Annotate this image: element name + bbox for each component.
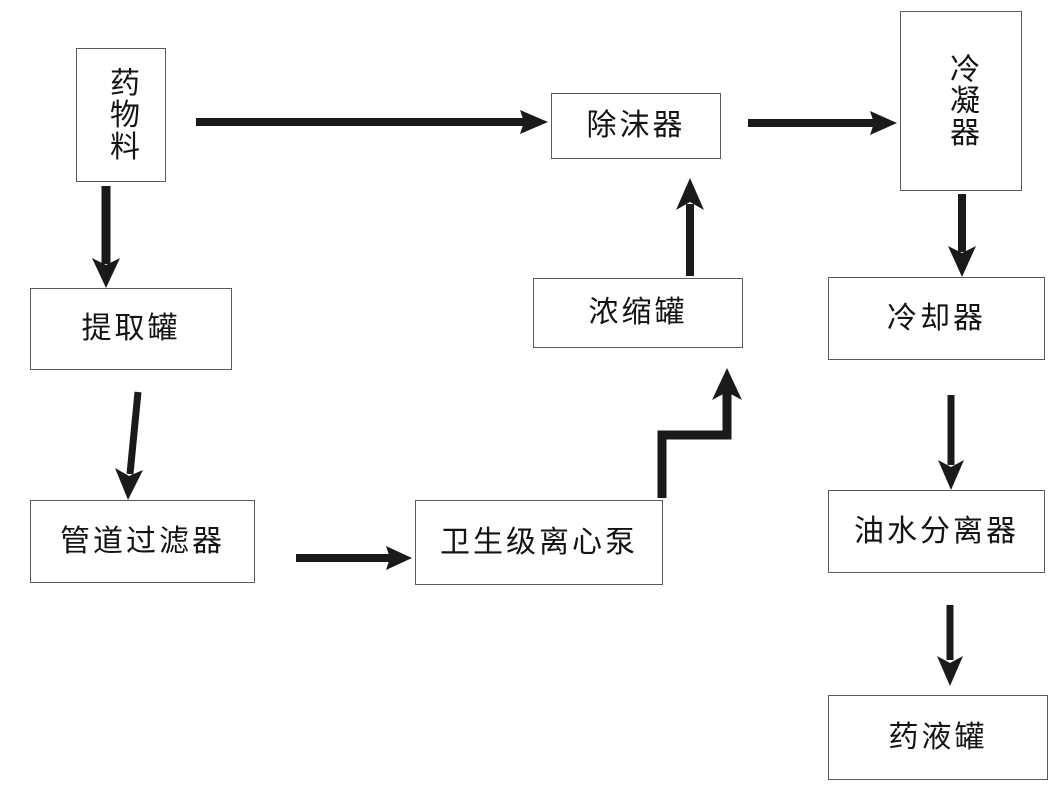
arrow-extraction-to-filter (115, 391, 143, 500)
node-concentration-tank-label: 浓缩罐 (588, 296, 688, 330)
node-drug-material-label: 药物料 (105, 67, 138, 163)
node-extraction-tank[interactable]: 提取罐 (30, 288, 232, 370)
arrow-pump-to-concentration (657, 368, 742, 498)
arrow-filter-to-pump (296, 546, 412, 570)
node-drug-material[interactable]: 药物料 (76, 48, 166, 182)
node-pipeline-filter[interactable]: 管道过滤器 (30, 500, 255, 583)
node-demister[interactable]: 除沫器 (551, 93, 721, 159)
arrow-cooler-to-separator (938, 395, 964, 490)
node-oil-water-separator-label: 油水分离器 (854, 514, 1019, 548)
arrow-material-to-extraction (92, 186, 120, 288)
node-liquid-medicine-tank[interactable]: 药液罐 (828, 695, 1048, 780)
node-cooler-label: 冷却器 (887, 301, 986, 335)
arrow-concentration-to-demister (676, 178, 704, 276)
node-cooler[interactable]: 冷却器 (828, 277, 1045, 360)
node-sanitary-pump-label: 卫生级离心泵 (440, 525, 638, 559)
node-condenser-label: 冷凝器 (945, 53, 978, 149)
arrow-condenser-to-cooler (948, 194, 976, 277)
arrow-demister-to-condenser (748, 111, 897, 135)
arrow-material-to-demister (196, 110, 548, 134)
node-extraction-tank-label: 提取罐 (81, 312, 181, 346)
node-demister-label: 除沫器 (586, 109, 686, 143)
node-oil-water-separator[interactable]: 油水分离器 (828, 490, 1045, 573)
node-liquid-medicine-tank-label: 药液罐 (888, 720, 988, 754)
arrow-separator-to-liquid-tank (937, 605, 963, 686)
node-sanitary-pump[interactable]: 卫生级离心泵 (415, 500, 663, 585)
node-pipeline-filter-label: 管道过滤器 (60, 524, 225, 558)
node-condenser[interactable]: 冷凝器 (900, 11, 1022, 191)
node-concentration-tank[interactable]: 浓缩罐 (533, 278, 743, 348)
